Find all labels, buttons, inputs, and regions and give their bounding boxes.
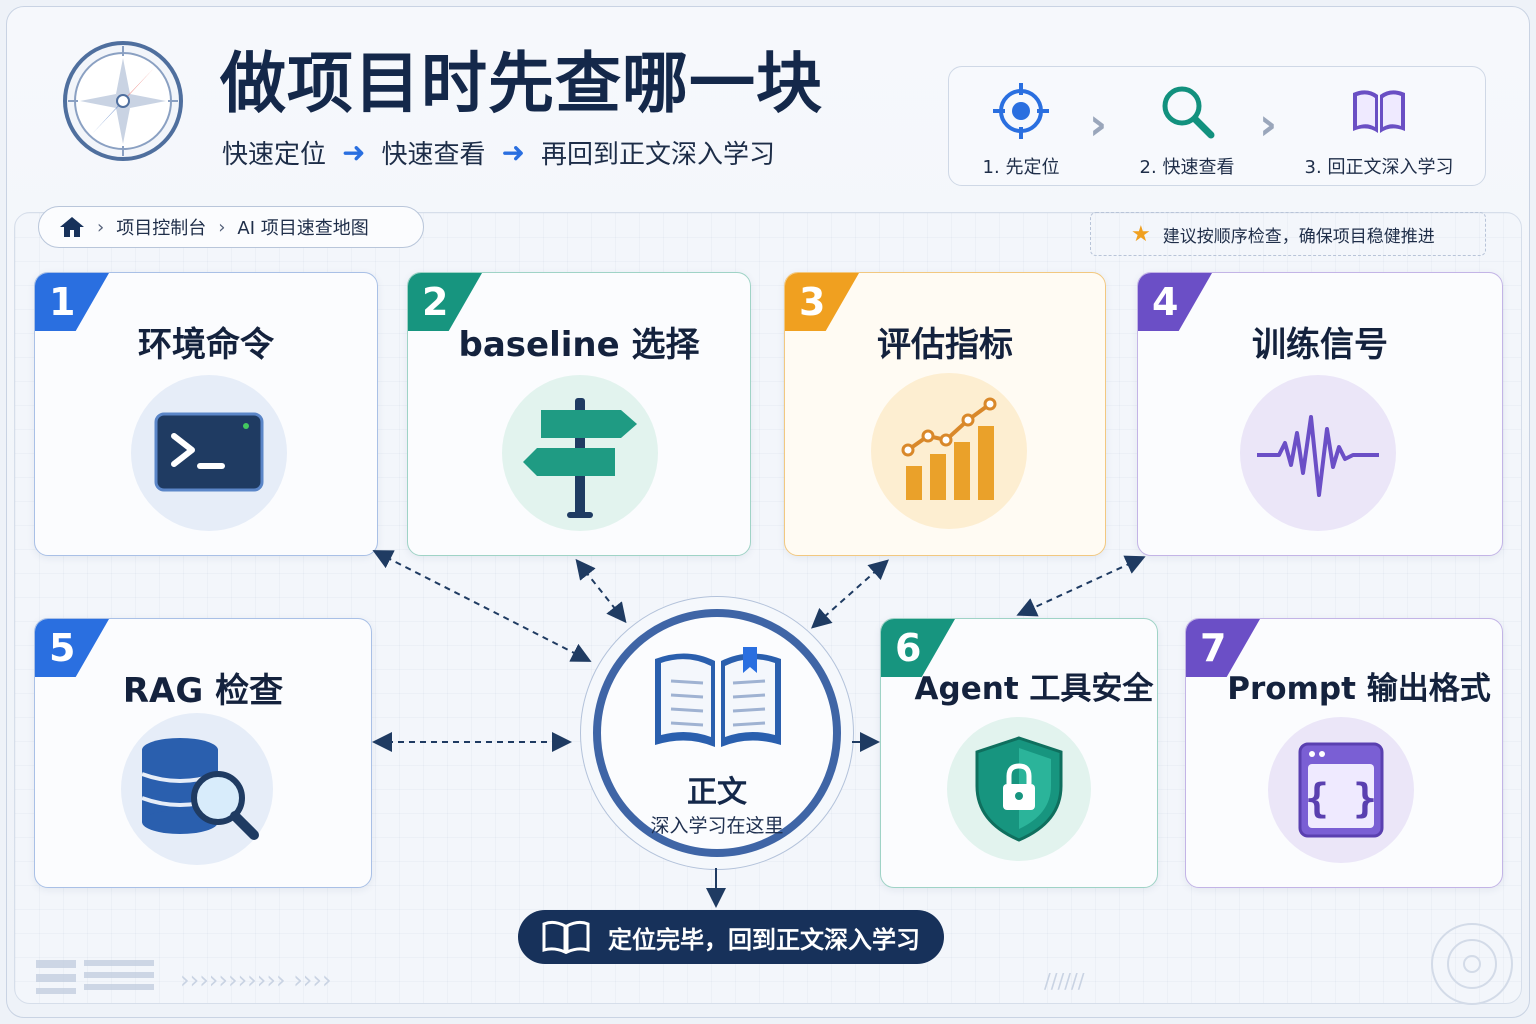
breadcrumb-current: AI 项目速查地图 bbox=[237, 218, 369, 239]
subtitle-step-3: 再回到正文深入学习 bbox=[540, 139, 775, 170]
tip-banner: ★ 建议按顺序检查，确保项目稳健推进 bbox=[1090, 212, 1486, 256]
step-locate: 1. 先定位 bbox=[979, 81, 1063, 179]
card-title: baseline 选择 bbox=[458, 325, 700, 365]
back-to-main-label: 定位完毕，回到正文深入学习 bbox=[608, 925, 920, 954]
card-agent-tool-safety[interactable]: 6 Agent 工具安全 bbox=[880, 618, 1158, 888]
chevron-right-icon: › bbox=[1259, 99, 1278, 150]
code-braces-icon: { } bbox=[1298, 742, 1384, 838]
card-baseline[interactable]: 2 baseline 选择 bbox=[407, 272, 751, 556]
chevron-right-icon: › bbox=[1089, 99, 1108, 150]
subtitle-step-1: 快速定位 bbox=[222, 139, 327, 170]
card-env-commands[interactable]: 1 环境命令 bbox=[34, 272, 378, 556]
book-icon bbox=[1353, 90, 1405, 133]
card-rag-check[interactable]: 5 RAG 检查 bbox=[34, 618, 372, 888]
card-title: RAG 检查 bbox=[122, 671, 284, 711]
database-search-icon bbox=[141, 738, 259, 840]
card-title: Agent 工具安全 bbox=[914, 671, 1154, 707]
shield-lock-icon bbox=[975, 736, 1063, 842]
subtitle-step-2: 快速查看 bbox=[381, 139, 486, 170]
arrow-right-icon: ➜ bbox=[342, 135, 366, 169]
card-eval-metrics[interactable]: 3 评估指标 bbox=[784, 272, 1106, 556]
bar-chart-icon bbox=[901, 397, 997, 500]
back-to-main-button[interactable]: 定位完毕，回到正文深入学习 bbox=[518, 910, 944, 964]
open-book-icon bbox=[655, 647, 781, 747]
card-title: 评估指标 bbox=[877, 325, 1013, 365]
breadcrumb: › 项目控制台 › AI 项目速查地图 bbox=[38, 206, 424, 248]
chevron-right-icon: › bbox=[97, 216, 105, 238]
step-label: 3. 回正文深入学习 bbox=[1304, 157, 1454, 178]
breadcrumb-root[interactable]: 项目控制台 bbox=[116, 218, 207, 239]
center-hub[interactable]: 正文 深入学习在这里 bbox=[580, 596, 854, 870]
center-title: 正文 bbox=[687, 775, 747, 810]
waveform-icon bbox=[1257, 415, 1379, 497]
target-icon bbox=[993, 83, 1049, 139]
steps-panel: 1. 先定位 › 2. 快速查看 › 3. 回正文深入学习 bbox=[948, 66, 1486, 186]
icon-circle bbox=[947, 717, 1091, 861]
step-deep-learn: 3. 回正文深入学习 bbox=[1299, 81, 1459, 179]
svg-text:{ }: { } bbox=[1305, 776, 1377, 822]
card-prompt-output-format[interactable]: 7 Prompt 输出格式 { } bbox=[1185, 618, 1503, 888]
icon-circle bbox=[502, 375, 658, 531]
card-training-signal[interactable]: 4 训练信号 bbox=[1137, 272, 1503, 556]
arrow-right-icon: ➜ bbox=[501, 135, 525, 169]
card-title: 训练信号 bbox=[1252, 325, 1388, 365]
icon-circle bbox=[121, 713, 273, 865]
home-icon[interactable] bbox=[59, 215, 85, 239]
star-icon: ★ bbox=[1131, 221, 1151, 247]
card-title: Prompt 输出格式 bbox=[1227, 671, 1491, 707]
icon-circle bbox=[871, 373, 1027, 529]
center-subtitle: 深入学习在这里 bbox=[650, 815, 784, 837]
icon-circle bbox=[1240, 375, 1396, 531]
page-title: 做项目时先查哪一块 bbox=[220, 45, 823, 122]
icon-circle: { } bbox=[1268, 717, 1414, 863]
book-icon bbox=[542, 920, 590, 954]
center-hub-inner: 正文 深入学习在这里 bbox=[593, 609, 841, 857]
compass-icon bbox=[63, 41, 183, 161]
step-label: 1. 先定位 bbox=[982, 157, 1060, 178]
signpost-icon bbox=[523, 398, 637, 518]
icon-circle bbox=[131, 375, 287, 531]
step-label: 2. 快速查看 bbox=[1139, 157, 1235, 178]
card-title: 环境命令 bbox=[138, 325, 274, 365]
tip-text: 建议按顺序检查，确保项目稳健推进 bbox=[1162, 226, 1435, 247]
terminal-icon bbox=[154, 412, 264, 492]
chevron-right-icon: › bbox=[218, 216, 226, 238]
subtitle-flow: 快速定位 ➜ 快速查看 ➜ 再回到正文深入学习 bbox=[222, 134, 775, 170]
search-icon bbox=[1162, 86, 1215, 139]
step-view: 2. 快速查看 bbox=[1135, 81, 1239, 179]
